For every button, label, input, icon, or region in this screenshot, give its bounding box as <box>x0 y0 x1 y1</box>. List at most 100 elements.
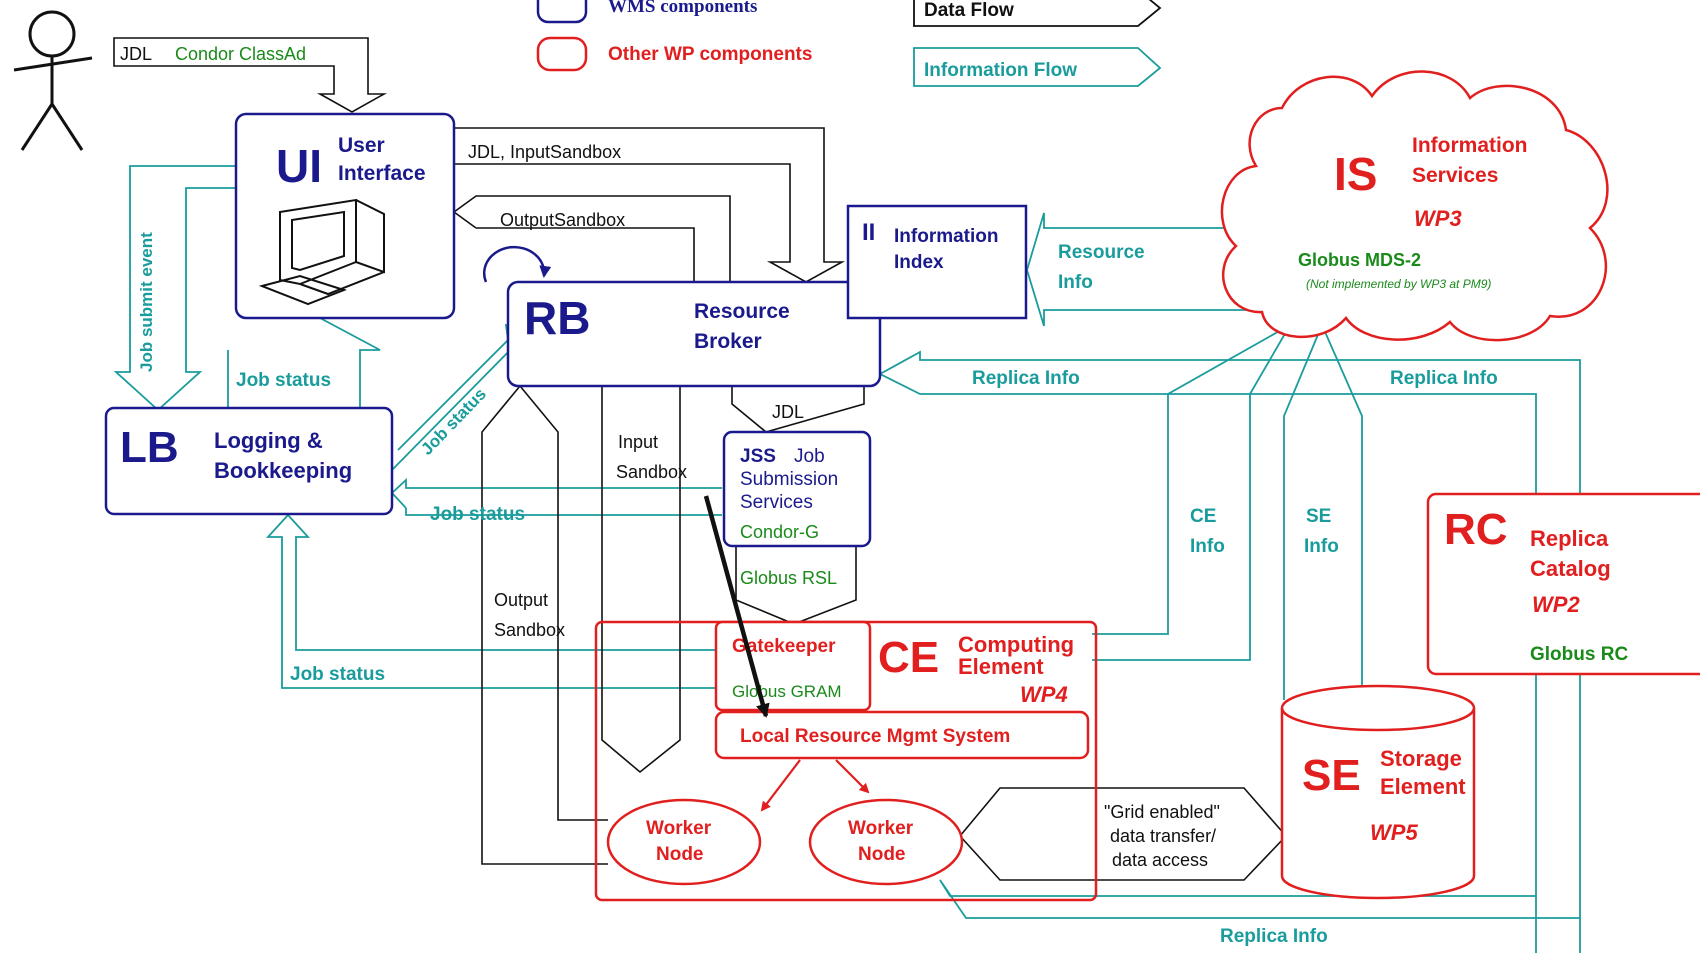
rb-abbr: RB <box>524 292 590 344</box>
flow-job-status-jss-lb <box>391 477 722 516</box>
label-job-status-ui: Job status <box>236 370 331 391</box>
se-name-line1: Storage <box>1380 746 1462 771</box>
worker-node-1-line1: Worker <box>646 818 712 839</box>
ui-abbr: UI <box>276 140 322 192</box>
rc-abbr: RC <box>1444 505 1508 554</box>
lb-name-line1: Logging & <box>214 428 323 453</box>
label-resource-info-2: Info <box>1058 272 1093 293</box>
label-job-status-jss: Job status <box>430 504 525 525</box>
label-input-sandbox-1: Input <box>618 432 658 452</box>
flow-se-info <box>1283 324 1363 700</box>
label-job-status-ce: Job status <box>290 664 385 685</box>
legend-dataflow-label: Data Flow <box>924 0 1014 21</box>
lb-box: LB Logging & Bookkeeping <box>104 406 394 516</box>
gram-label: Globus GRAM <box>732 682 842 701</box>
se-cylinder: SE Storage Element WP5 <box>1280 684 1476 900</box>
legend-otherwp-swatch <box>536 36 588 72</box>
label-globus-rsl: Globus RSL <box>740 568 837 588</box>
worker-node-1 <box>606 798 762 886</box>
label-grid-2: data transfer/ <box>1110 826 1216 846</box>
legend: WMS components Other WP components Data … <box>536 0 1162 87</box>
lb-name-line2: Bookkeeping <box>214 458 352 483</box>
rb-name-line2: Broker <box>694 330 762 353</box>
rc-name-line1: Replica <box>1530 526 1609 551</box>
is-name-line1: Information <box>1412 134 1528 157</box>
legend-otherwp-label: Other WP components <box>608 44 812 65</box>
legend-wms-label: WMS components <box>608 0 757 17</box>
ce-box: Gatekeeper Globus GRAM CE Computing Elem… <box>594 620 1098 902</box>
rb-loop-icon <box>482 245 552 283</box>
information-flows <box>113 165 1581 953</box>
jss-line3: Services <box>740 492 813 513</box>
actor-jdl-label: JDL <box>120 44 152 64</box>
jss-abbr: JSS <box>740 446 776 467</box>
label-se-info-2: Info <box>1304 536 1339 557</box>
user-actor-icon <box>13 10 93 151</box>
is-abbr: IS <box>1334 148 1377 200</box>
lb-abbr: LB <box>120 423 179 472</box>
is-name-line2: Services <box>1412 164 1498 187</box>
label-replica-info-rb: Replica Info <box>972 368 1080 389</box>
ui-name-line1: User <box>338 134 385 157</box>
legend-infoflow-arrow <box>913 47 1162 87</box>
se-name-line2: Element <box>1380 774 1466 799</box>
lrms-box <box>714 710 1090 760</box>
label-jdl-inputsandbox: JDL, InputSandbox <box>468 142 621 162</box>
label-grid-1: "Grid enabled" <box>1104 802 1220 822</box>
worker-node-2-line1: Worker <box>848 818 914 839</box>
legend-infoflow-label: Information Flow <box>924 60 1077 81</box>
label-grid-3: data access <box>1112 850 1208 870</box>
worker-node-2 <box>808 798 964 886</box>
rc-wp: WP2 <box>1532 592 1580 617</box>
label-ce-info-1: CE <box>1190 506 1216 527</box>
flow-outputsandbox <box>453 195 731 282</box>
is-note: (Not implemented by WP3 at PM9) <box>1306 277 1491 291</box>
jss-line2: Submission <box>740 469 838 490</box>
worker-node-1-line2: Node <box>656 844 704 865</box>
rc-name-line2: Catalog <box>1530 556 1611 581</box>
actor-classad-label: Condor ClassAd <box>175 44 306 64</box>
flow-jdl-classad <box>113 37 388 113</box>
jss-impl: Condor-G <box>740 522 819 542</box>
computer-icon <box>258 198 385 306</box>
rc-box: RC Replica Catalog WP2 Globus RC <box>1426 492 1700 676</box>
ii-box: II Information Index <box>846 204 1028 320</box>
label-resource-info-1: Resource <box>1058 242 1145 263</box>
legend-wms-swatch <box>536 0 588 24</box>
gatekeeper-box <box>714 620 872 712</box>
jss-line1: Job <box>794 446 825 467</box>
lrms-to-worker2-arrow <box>835 759 870 794</box>
ce-name-line2: Element <box>958 654 1044 679</box>
ui-box: UI User Interface <box>234 112 456 320</box>
gatekeeper-label: Gatekeeper <box>732 636 836 657</box>
lrms-to-worker1-arrow <box>760 759 801 812</box>
ui-name-line2: Interface <box>338 162 426 185</box>
worker-node-2-line2: Node <box>858 844 906 865</box>
lrms-label: Local Resource Mgmt System <box>740 726 1010 747</box>
flow-job-status-lb-ui <box>227 317 381 409</box>
label-replica-info-bottom: Replica Info <box>1220 926 1328 947</box>
flow-labels: JDL, InputSandbox OutputSandbox Resource… <box>137 142 1498 947</box>
ii-abbr: II <box>862 219 875 246</box>
flow-output-sandbox <box>481 385 608 865</box>
label-input-sandbox-2: Sandbox <box>616 462 687 482</box>
ce-abbr: CE <box>878 633 939 682</box>
se-abbr: SE <box>1302 751 1361 800</box>
flow-ce-info <box>1092 324 1291 661</box>
label-replica-info-rc: Replica Info <box>1390 368 1498 389</box>
rb-box: RB Resource Broker <box>482 245 882 388</box>
legend-dataflow-arrow <box>913 0 1162 27</box>
label-job-submit-event: Job submit event <box>137 232 156 372</box>
label-output-sandbox-2: Sandbox <box>494 620 565 640</box>
jss-box: JSS Job Submission Services Condor-G <box>722 430 872 548</box>
label-se-info-1: SE <box>1306 506 1331 527</box>
ce-wp: WP4 <box>1020 682 1068 707</box>
rc-impl: Globus RC <box>1530 644 1628 665</box>
flow-job-submit-event <box>113 165 236 412</box>
label-outputsandbox: OutputSandbox <box>500 210 625 230</box>
ii-name-line1: Information <box>894 226 999 247</box>
ce-name-line1: Computing <box>958 632 1074 657</box>
label-ce-info-2: Info <box>1190 536 1225 557</box>
is-impl: Globus MDS-2 <box>1298 250 1421 270</box>
